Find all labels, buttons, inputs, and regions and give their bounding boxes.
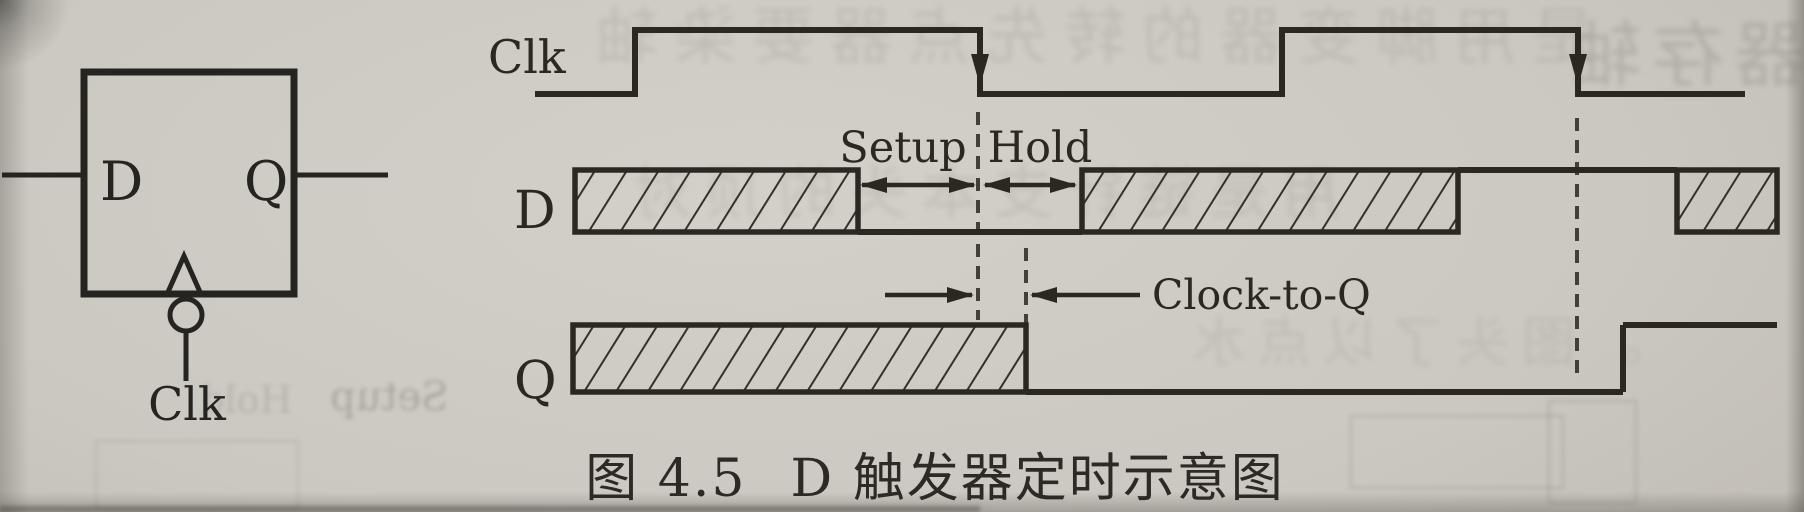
figure-caption: 图 4.5 D 触发器定时示意图 <box>555 436 1315 511</box>
edge-trigger-triangle-icon <box>165 249 203 294</box>
clk-waveform <box>535 27 1745 97</box>
bleedthrough-grid-1 <box>1350 415 1564 489</box>
hold-label: Hold <box>988 123 1093 173</box>
d-hatched-region <box>572 167 861 235</box>
caption-title: D 触发器定时示意图 <box>790 449 1285 509</box>
bleedthrough-grid-2 <box>1548 400 1637 504</box>
d-row-label: D <box>514 181 556 241</box>
q-hatched-region <box>570 322 1029 395</box>
hold-arrow-right-head-icon <box>1050 177 1077 193</box>
bleedthrough-grid-3 <box>95 440 299 510</box>
hold-arrow-left-head-icon <box>983 177 1010 193</box>
flipflop-body <box>80 68 298 298</box>
setup-label: Setup <box>839 123 966 173</box>
ff-d-pin-label: D <box>100 150 143 213</box>
clock-to-q-right-head-icon <box>1030 287 1057 303</box>
ff-q-pin-label: Q <box>244 150 288 213</box>
setup-arrow-left-head-icon <box>860 177 887 193</box>
inversion-bubble-icon <box>167 296 205 334</box>
clock-to-q-label: Clock-to-Q <box>1152 271 1371 319</box>
clk-row-label: Clk <box>488 30 567 84</box>
timing-waveforms <box>535 27 1780 395</box>
clock-to-q-left-head-icon <box>947 287 974 303</box>
page-bottom-shadow <box>0 506 980 512</box>
d-hatched-region <box>1674 167 1780 235</box>
ff-clk-label: Clk <box>148 377 227 431</box>
caption-number: 图 4.5 <box>585 449 747 509</box>
d-hatched-region <box>1079 167 1461 235</box>
d-flipflop-symbol: D Q Clk <box>2 68 388 431</box>
q-row-label: Q <box>514 351 557 411</box>
setup-arrow-right-head-icon <box>949 177 976 193</box>
